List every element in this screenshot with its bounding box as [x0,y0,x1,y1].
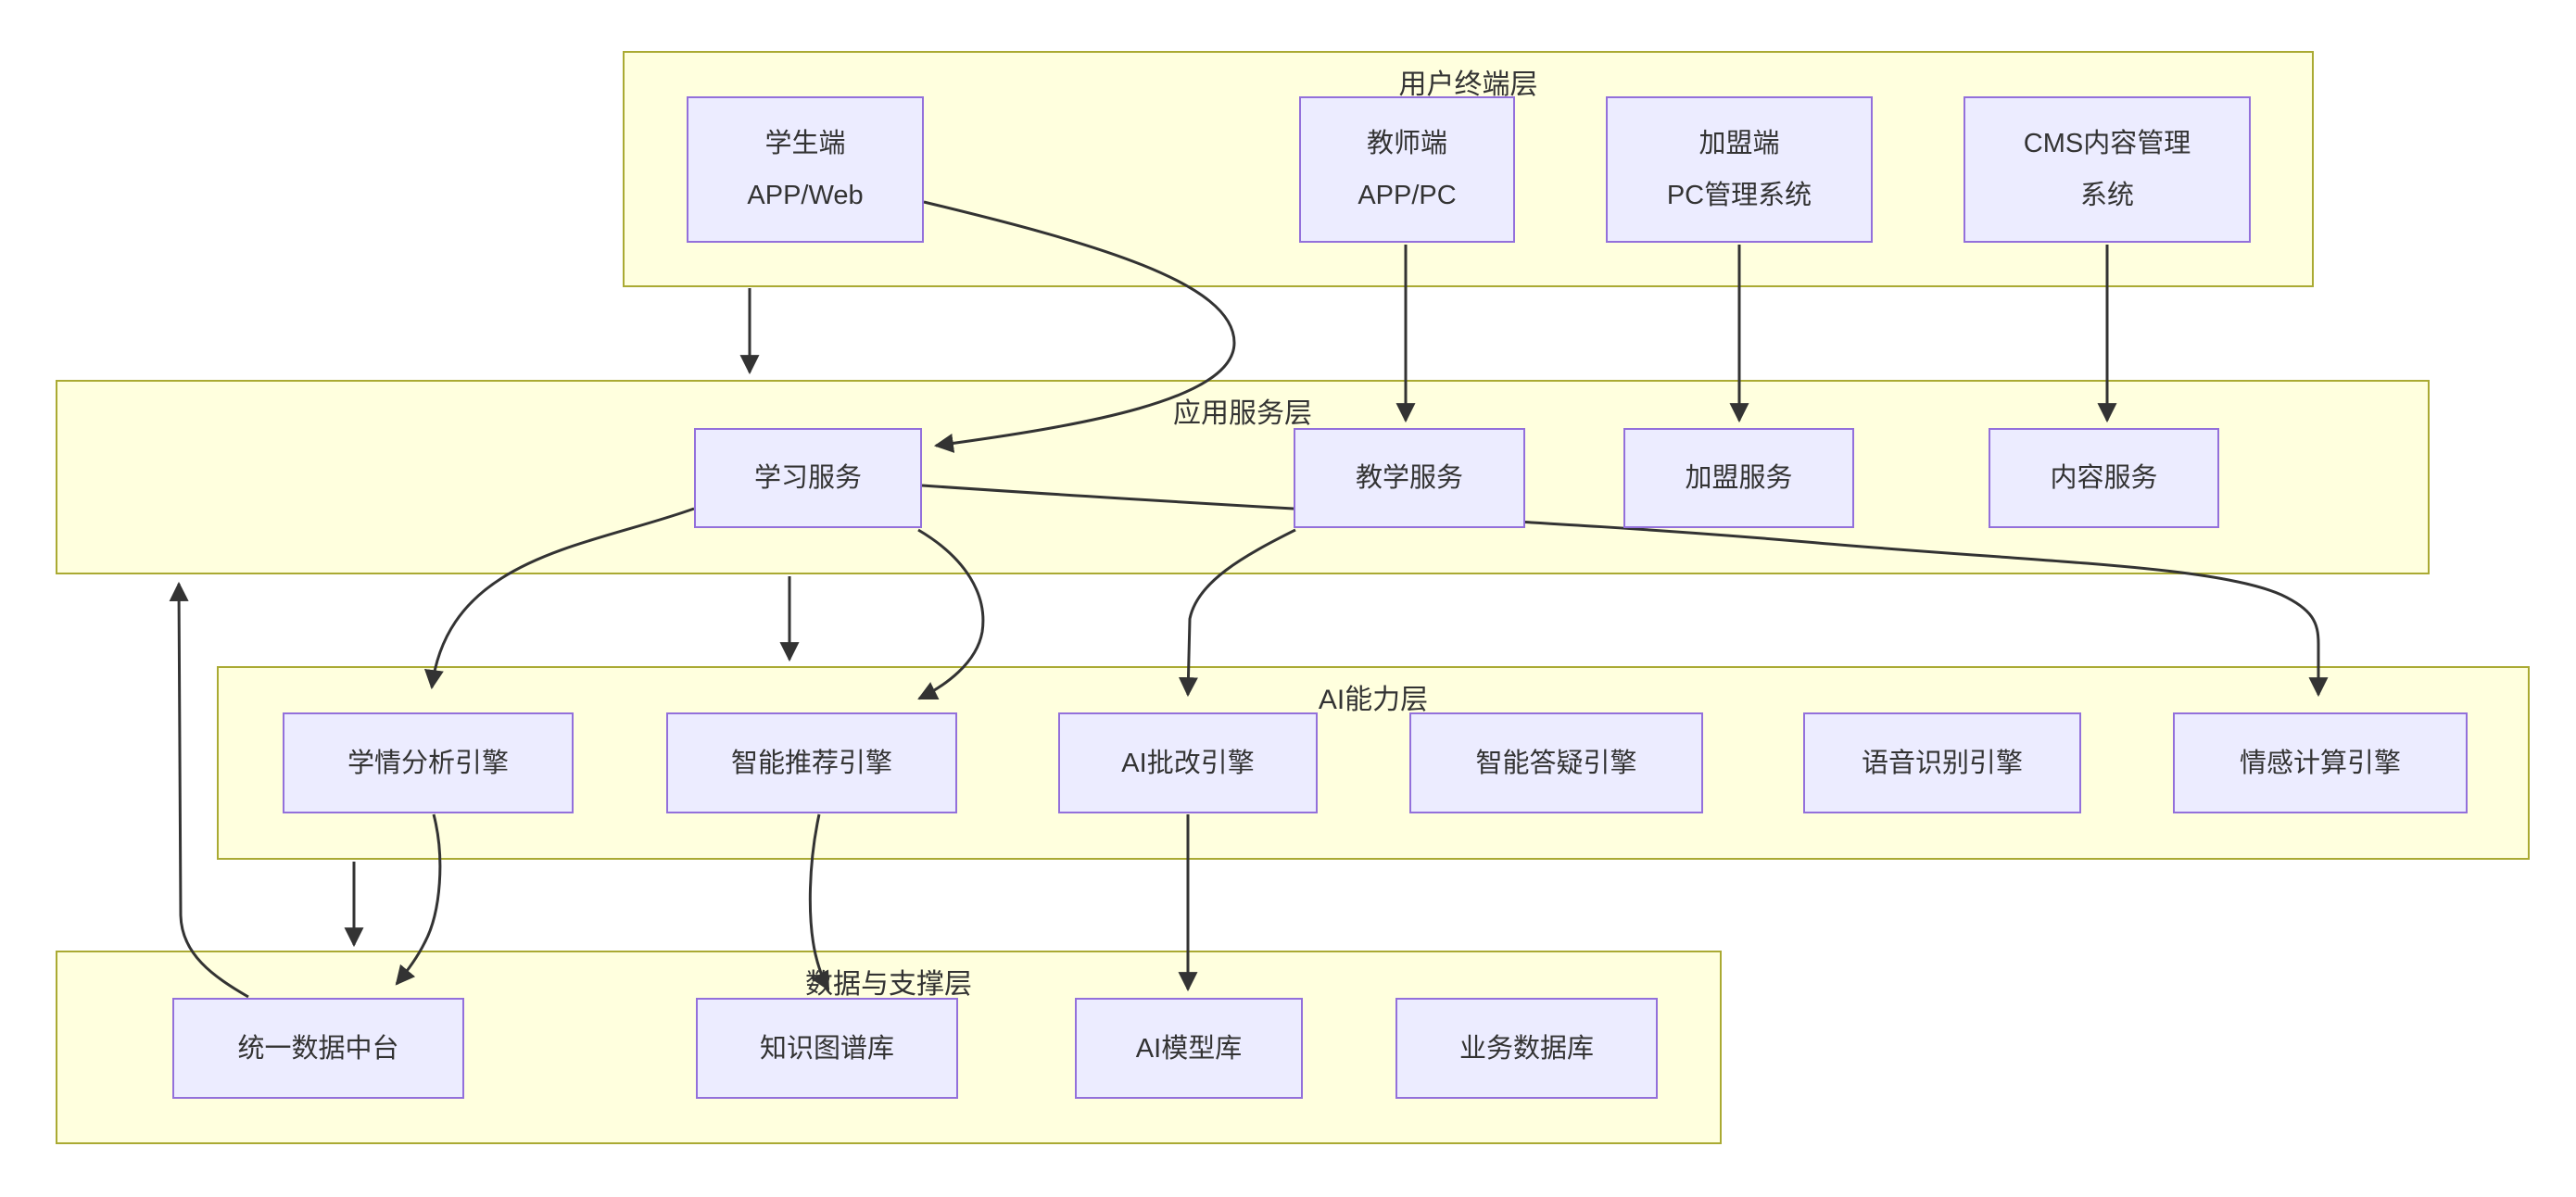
node-franchise-svc-label: 加盟服务 [1685,463,1793,493]
node-recommend-engine: 智能推荐引擎 [666,712,957,813]
node-data-platform: 统一数据中台 [172,998,464,1099]
node-teacher-client: 教师端 APP/PC [1299,96,1515,243]
layer-ai-capability: AI能力层 [217,666,2530,860]
edge-learning-to-emotion [921,484,2329,698]
edge-learning-to-analysis [423,507,695,690]
node-speech-engine: 语音识别引擎 [1803,712,2081,813]
node-cms-system: CMS内容管理 系统 [1964,96,2251,243]
node-emotion-engine: 情感计算引擎 [2173,712,2468,813]
node-student-line1: 学生端 [764,129,846,158]
node-franchise-service: 加盟服务 [1623,428,1854,528]
node-teacher-line2: APP/PC [1357,181,1457,210]
node-content-service: 内容服务 [1989,428,2219,528]
node-cms-line2: 系统 [2079,181,2134,210]
node-student-line2: APP/Web [747,181,864,210]
edge-analysis-to-dataplatform [395,813,442,986]
layer-title-ai-capability: AI能力层 [1318,685,1429,715]
edge-student-to-learning [923,200,1236,453]
edge-learning-to-recommend [917,528,985,700]
layer-title-data-support: 数据与支撑层 [805,969,972,1000]
node-cms-line1: CMS内容管理 [2023,129,2191,158]
node-bizdb-label: 业务数据库 [1458,1033,1594,1064]
layer-title-app-service: 应用服务层 [1173,398,1312,429]
node-content-label: 内容服务 [2050,463,2158,493]
node-speech-label: 语音识别引擎 [1861,748,2023,778]
edge-teaching-to-grading [1178,528,1296,698]
node-learning-service: 学习服务 [694,428,922,528]
node-franchise-line2: PC管理系统 [1666,181,1812,210]
node-dataplatform-label: 统一数据中台 [237,1033,399,1064]
node-ai-model-db: AI模型库 [1075,998,1303,1099]
node-qa-engine: 智能答疑引擎 [1409,712,1703,813]
layer-title-user-terminal: 用户终端层 [1398,69,1538,100]
node-knowledge-graph-db: 知识图谱库 [696,998,958,1099]
node-student-client: 学生端 APP/Web [687,96,924,243]
edge-recommend-to-knowledge [808,813,830,991]
node-grading-label: AI批改引擎 [1121,748,1255,778]
node-analysis-engine: 学情分析引擎 [283,712,574,813]
node-knowledge-label: 知识图谱库 [759,1033,894,1064]
node-teaching-service: 教学服务 [1294,428,1525,528]
node-teaching-label: 教学服务 [1355,463,1463,493]
node-qa-label: 智能答疑引擎 [1475,748,1637,778]
edge-dataplatform-to-appservice [169,581,249,999]
node-aimodel-label: AI模型库 [1135,1033,1243,1064]
node-franchise-client: 加盟端 PC管理系统 [1606,96,1873,243]
node-franchise-line1: 加盟端 [1698,129,1780,158]
node-teacher-line1: 教师端 [1366,129,1447,158]
node-learning-label: 学习服务 [753,463,862,493]
node-business-db: 业务数据库 [1395,998,1658,1099]
node-recommend-label: 智能推荐引擎 [730,748,892,778]
node-grading-engine: AI批改引擎 [1058,712,1318,813]
node-analysis-label: 学情分析引擎 [347,748,509,778]
node-emotion-label: 情感计算引擎 [2239,748,2401,778]
